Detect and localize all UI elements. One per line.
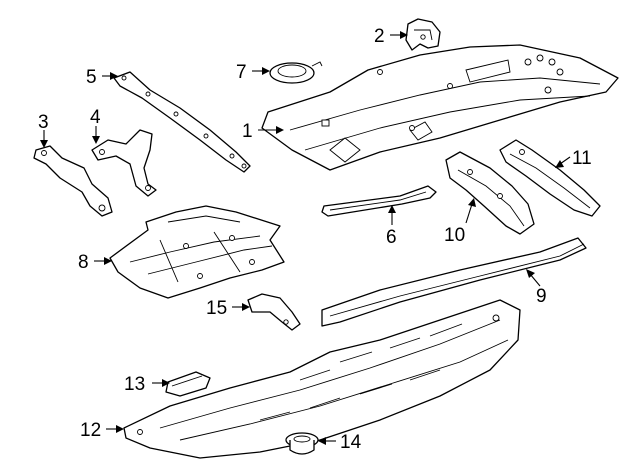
- part-10-side-member[interactable]: [445, 151, 535, 235]
- part-8-floor-panel[interactable]: [109, 205, 285, 299]
- callout-11: 11: [572, 148, 592, 169]
- part-7-grommet[interactable]: [269, 61, 323, 84]
- callout-leaders: [40, 31, 571, 445]
- part-14-grommet[interactable]: [285, 432, 319, 455]
- callout-10: 10: [444, 225, 465, 246]
- callout-5: 5: [86, 67, 97, 88]
- part-1-floor-pan[interactable]: [261, 44, 619, 171]
- callout-12: 12: [80, 420, 101, 441]
- part-15-bracket[interactable]: [247, 293, 301, 331]
- callout-15: 15: [206, 298, 227, 319]
- part-9-long-rail[interactable]: [321, 237, 587, 327]
- callout-labels: 1 2 3 4 5 6 7 8 9 10 11 12 13 14 15: [38, 26, 592, 453]
- callout-4: 4: [90, 107, 101, 128]
- part-11-side-member[interactable]: [499, 139, 601, 217]
- callout-9: 9: [536, 286, 547, 307]
- part-13-block[interactable]: [165, 371, 211, 397]
- callout-1: 1: [242, 121, 253, 142]
- part-2-bracket[interactable]: [405, 18, 441, 51]
- callout-6: 6: [386, 227, 397, 248]
- callout-7: 7: [236, 62, 247, 83]
- callout-2: 2: [374, 26, 385, 47]
- part-3-bracket[interactable]: [33, 145, 113, 217]
- callout-13: 13: [124, 374, 145, 395]
- callout-14: 14: [340, 432, 362, 453]
- part-12-underbody-shield[interactable]: [123, 299, 521, 459]
- callout-8: 8: [78, 252, 89, 273]
- part-4-bracket[interactable]: [91, 129, 157, 197]
- callout-3: 3: [38, 112, 49, 133]
- part-6-rail[interactable]: [321, 185, 437, 217]
- part-5-strap[interactable]: [113, 71, 251, 173]
